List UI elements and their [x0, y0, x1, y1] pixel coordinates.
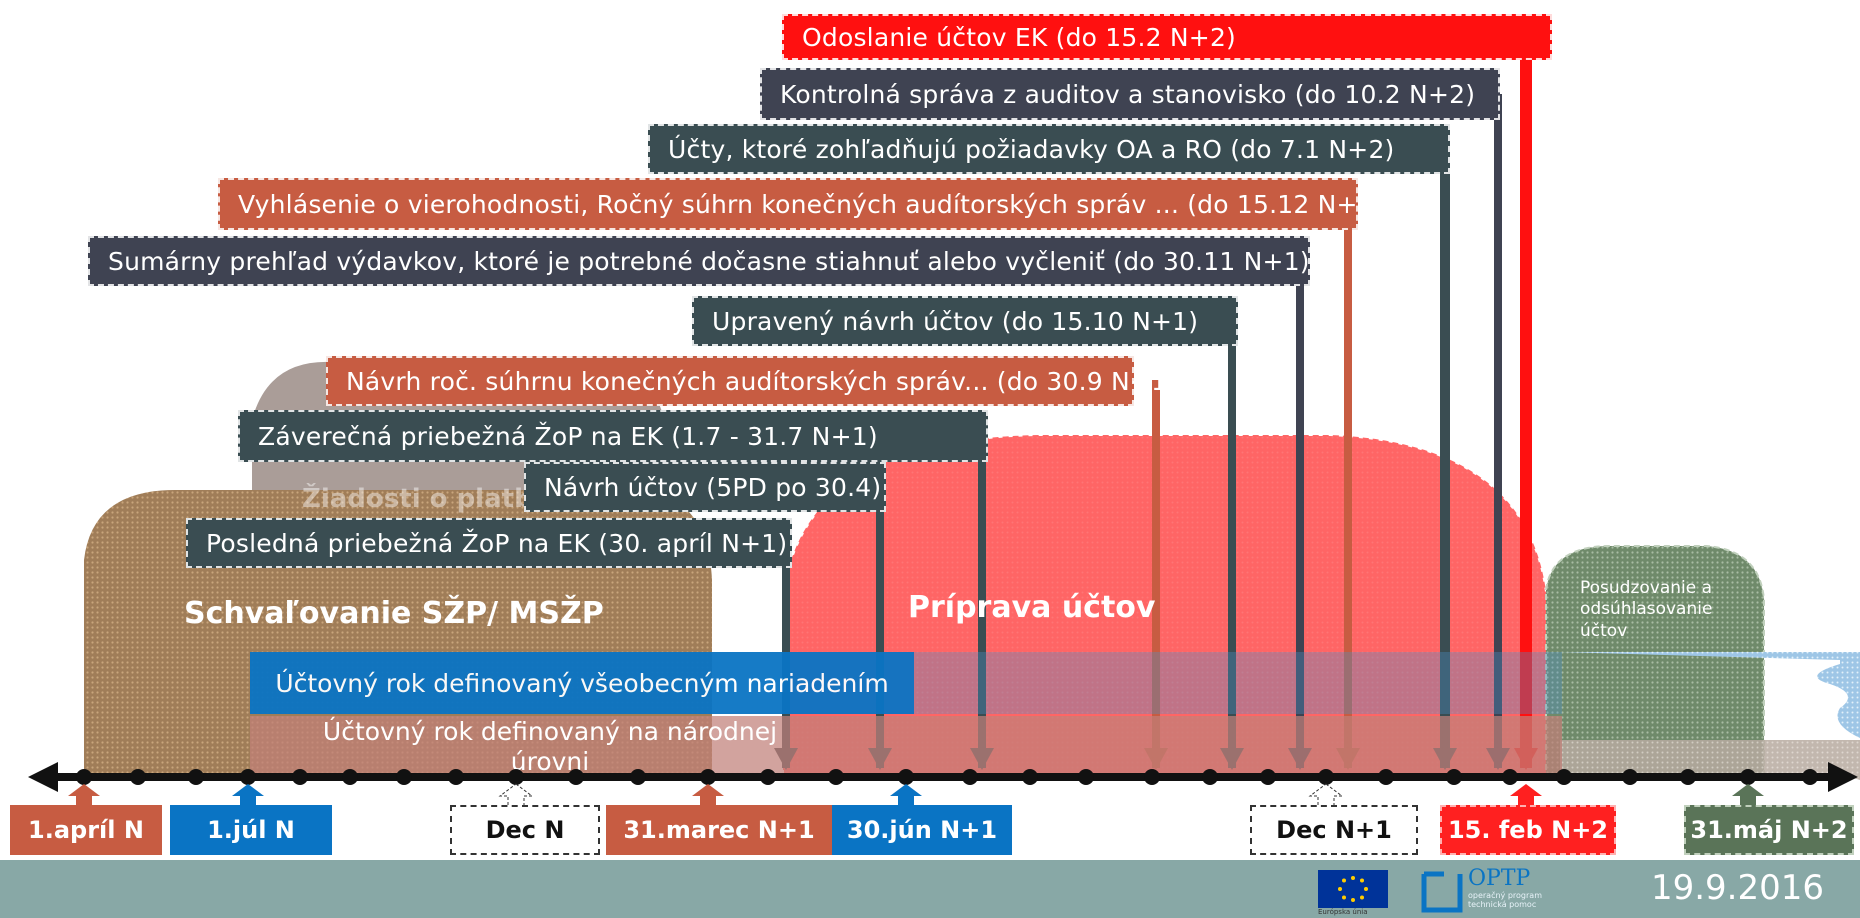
eu-flag-icon: [1318, 870, 1388, 908]
axis-tick: [448, 769, 464, 785]
axis-tick: [1318, 769, 1334, 785]
axis-tick: [396, 769, 412, 785]
national-year-label-wrap: Účtovný rok definovaný na národnej úrovn…: [250, 716, 850, 778]
deadline-declaration: Vyhlásenie o vierohodnosti, Ročný súhrn …: [218, 178, 1384, 230]
optp-caption-line1: operačný program: [1468, 891, 1542, 900]
marker-feb-n2: 15. feb N+2: [1440, 805, 1616, 855]
deadline-draft-summary: Návrh roč. súhrnu konečných audítorských…: [326, 356, 1177, 406]
axis-tick: [828, 769, 844, 785]
axis-tick: [508, 769, 524, 785]
optp-caption-line2: technická pomoc: [1468, 899, 1537, 909]
marker-june-n1: 30.jún N+1: [832, 805, 1012, 855]
axis-tick: [1446, 769, 1462, 785]
deadline-send-accounts: Odoslanie účtov EK (do 15.2 N+2): [782, 14, 1552, 60]
optp-caption: operačný program technická pomoc: [1468, 891, 1542, 910]
general-year-band: Účtovný rok definovaný všeobecným nariad…: [250, 652, 914, 714]
deadline-control-report: Kontrolná správa z auditov a stanovisko …: [760, 68, 1500, 120]
connector-send-accounts: [1520, 36, 1532, 768]
deadline-summary-expenses: Sumárny prehľad výdavkov, ktoré je potre…: [88, 236, 1310, 286]
connector-final-interim-payment: [978, 436, 986, 768]
marker-dec-n1: Dec N+1: [1250, 805, 1418, 855]
axis-tick: [700, 769, 716, 785]
eu-caption: Európska únia: [1318, 908, 1368, 916]
deadline-draft-accounts: Návrh účtov (5PD po 30.4): [524, 462, 886, 512]
axis-tick: [292, 769, 308, 785]
axis-line: [40, 773, 1840, 781]
connector-control-report: [1494, 94, 1502, 768]
axis-tick: [188, 769, 204, 785]
deadline-revised-draft: Upravený návrh účtov (do 15.10 N+1): [692, 296, 1238, 346]
deadline-last-interim-payment: Posledná priebežná ŽoP na EK (30. apríl …: [186, 518, 792, 568]
marker-july-n: 1.júl N: [170, 805, 332, 855]
marker-pointer-arrow: [498, 783, 534, 807]
marker-pointer-arrow: [1510, 784, 1542, 806]
connector-revised-draft: [1228, 320, 1236, 768]
connector-draft-summary: [1152, 380, 1160, 768]
axis-tick: [130, 769, 146, 785]
connector-summary-expenses: [1296, 262, 1304, 768]
axis-tick: [240, 769, 256, 785]
slide-date: 19.9.2016: [1650, 868, 1824, 908]
axis-tick: [630, 769, 646, 785]
axis-tick: [1144, 769, 1160, 785]
optp-logo-text: OPTP: [1468, 866, 1531, 891]
national-year-band: [250, 716, 1562, 778]
approval-label: Schvaľovanie SŽP/ MSŽP: [184, 596, 604, 631]
deadline-final-interim-payment: Záverečná priebežná ŽoP na EK (1.7 - 31.…: [238, 410, 988, 462]
axis-tick: [1202, 769, 1218, 785]
marker-march-n1: 31.marec N+1: [606, 805, 832, 855]
national-year-band-tail: [1560, 740, 1860, 780]
axis-tick: [1260, 769, 1276, 785]
marker-pointer-arrow: [1732, 784, 1764, 806]
axis-tick: [1078, 769, 1094, 785]
axis-tick: [1502, 769, 1518, 785]
connector-draft-accounts: [876, 488, 884, 768]
axis-tick: [1556, 769, 1572, 785]
general-year-band-overlay: [914, 652, 1562, 714]
axis-tick: [1680, 769, 1696, 785]
axis-tick: [1022, 769, 1038, 785]
axis-tick: [962, 769, 978, 785]
national-year-label: Účtovný rok definovaný na národnej úrovn…: [322, 717, 778, 776]
axis-tick: [1802, 769, 1818, 785]
axis-tick: [760, 769, 776, 785]
axis-arrow-left: [28, 762, 58, 792]
marker-pointer-arrow: [1308, 783, 1344, 807]
marker-pointer-arrow: [232, 784, 264, 806]
axis-tick: [898, 769, 914, 785]
deadline-accounts-oa-ro: Účty, ktoré zohľadňujú požiadavky OA a R…: [648, 124, 1450, 174]
footer-bar: [0, 860, 1860, 918]
marker-pointer-arrow: [890, 784, 922, 806]
connector-declaration: [1344, 204, 1352, 768]
payments-faded-label: Žiadosti o platbu: [302, 484, 552, 514]
axis-tick: [1378, 769, 1394, 785]
axis-tick: [1622, 769, 1638, 785]
axis-tick: [76, 769, 92, 785]
preparation-label: Príprava účtov: [908, 590, 1156, 625]
marker-pointer-arrow: [68, 784, 100, 806]
axis-tick: [568, 769, 584, 785]
axis-arrow-right: [1828, 762, 1858, 792]
assessment-label: Posudzovanie a odsúhlasovanie účtov: [1580, 578, 1713, 641]
marker-april-n: 1.apríl N: [10, 805, 162, 855]
optp-logo-icon: [1421, 871, 1463, 913]
assessment-mound: [1545, 545, 1765, 781]
general-year-label: Účtovný rok definovaný všeobecným nariad…: [275, 668, 889, 698]
axis-tick: [1740, 769, 1756, 785]
marker-dec-n: Dec N: [450, 805, 600, 855]
marker-pointer-arrow: [692, 784, 724, 806]
connector-accounts-oa-ro: [1440, 150, 1450, 768]
axis-tick: [342, 769, 358, 785]
marker-may-n2: 31.máj N+2: [1684, 805, 1854, 855]
